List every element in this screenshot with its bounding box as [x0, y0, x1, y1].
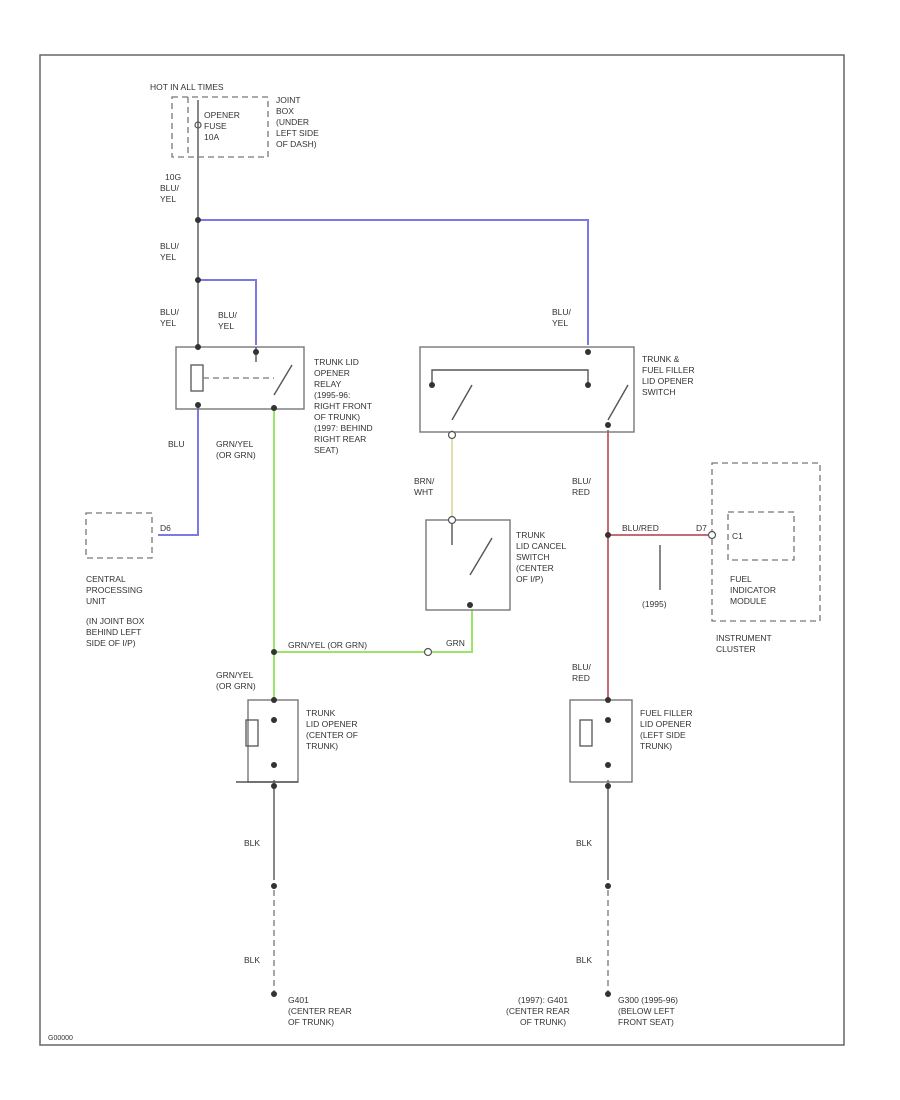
label-wire-blu-yel: BLU/YEL	[218, 310, 238, 331]
fuel-module-box	[727, 511, 795, 561]
diagram-border	[39, 54, 845, 1046]
label-wire-blu-yel: BLU/YEL	[552, 307, 572, 328]
label-wire-brn-wht: BRN/WHT	[414, 476, 435, 497]
cpu-box	[85, 512, 153, 559]
label-wire-grn-yel: GRN/YEL (OR GRN)	[288, 640, 367, 650]
splice-dot	[605, 883, 611, 889]
splice-dot	[467, 602, 473, 608]
label-pin: C1	[732, 531, 743, 541]
fuel-opener-solenoid-icon	[579, 719, 593, 747]
splice-dot	[429, 382, 435, 388]
cluster-box	[711, 462, 821, 622]
splice-dot	[271, 405, 277, 411]
splice-dot	[271, 649, 277, 655]
splice-dot	[605, 422, 611, 428]
switch-contact-2-icon	[607, 384, 629, 421]
splice-dot	[271, 717, 277, 723]
wire-blu-yel-top	[198, 219, 589, 345]
ground-dot	[271, 991, 277, 997]
splice-dot	[605, 762, 611, 768]
ground-dot	[605, 991, 611, 997]
label-wire-blu-yel: BLU/YEL	[160, 241, 180, 262]
label-wire-blu: BLU	[168, 439, 185, 449]
wire-blu-yel-branch	[198, 279, 257, 345]
splice-dot	[605, 783, 611, 789]
label-note-1995: (1995)	[642, 599, 667, 609]
cancel-switch-contact-icon	[469, 537, 493, 576]
label-wire-blu-red: BLU/RED	[622, 523, 659, 533]
splice-dot	[195, 344, 201, 350]
switch-contact-1-icon	[451, 384, 473, 421]
label-wire-blu-red: BLU/RED	[572, 476, 592, 497]
fuse-icon	[194, 121, 202, 129]
figure-id: G00000	[48, 1035, 73, 1042]
label-wire-blk: BLK	[244, 838, 260, 848]
label-wire-blk: BLK	[244, 955, 260, 965]
splice-dot	[585, 382, 591, 388]
splice-dot	[271, 783, 277, 789]
junction-box	[171, 96, 269, 158]
splice-dot	[195, 217, 201, 223]
connector-icon	[707, 530, 717, 540]
label-wire-blu-red: BLU/RED	[572, 662, 592, 683]
relay-contact-icon	[273, 364, 293, 396]
label-wire-blu-yel: BLU/YEL	[160, 307, 180, 328]
wire-blu-cpu	[158, 405, 199, 536]
fuel-switch-box	[419, 346, 635, 433]
splice-dot	[585, 349, 591, 355]
splice-dot	[271, 762, 277, 768]
splice-dot	[605, 532, 611, 538]
connector-icon	[423, 647, 433, 657]
splice-dot	[605, 717, 611, 723]
splice-dot	[253, 349, 259, 355]
splice-dot	[195, 402, 201, 408]
label-wire-grn-yel: GRN/YEL(OR GRN)	[216, 439, 256, 460]
splice-dot	[605, 697, 611, 703]
splice-dot	[195, 277, 201, 283]
switch-bar	[431, 369, 589, 385]
splice-dot	[271, 883, 277, 889]
trunk-relay-box	[175, 346, 305, 410]
fuel-opener-box	[569, 699, 633, 783]
label-wire-blk: BLK	[576, 955, 592, 965]
label-wire-grn-yel: GRN/YEL(OR GRN)	[216, 670, 256, 691]
trunk-opener-box	[247, 699, 299, 783]
label-wire-blk: BLK	[576, 838, 592, 848]
trunk-opener-solenoid-icon	[245, 719, 259, 747]
relay-coil-icon	[190, 364, 204, 392]
label-hot-in: HOT IN ALL TIMES	[150, 82, 224, 92]
splice-dot	[271, 697, 277, 703]
cancel-switch-box	[425, 519, 511, 611]
label-wire-grn: GRN	[446, 638, 465, 648]
connector-icon	[447, 515, 457, 525]
connector-icon	[447, 430, 457, 440]
wire-grn-yel-horizontal	[274, 610, 473, 653]
label-pin: D7	[696, 523, 707, 533]
label-pin: D6	[160, 523, 171, 533]
